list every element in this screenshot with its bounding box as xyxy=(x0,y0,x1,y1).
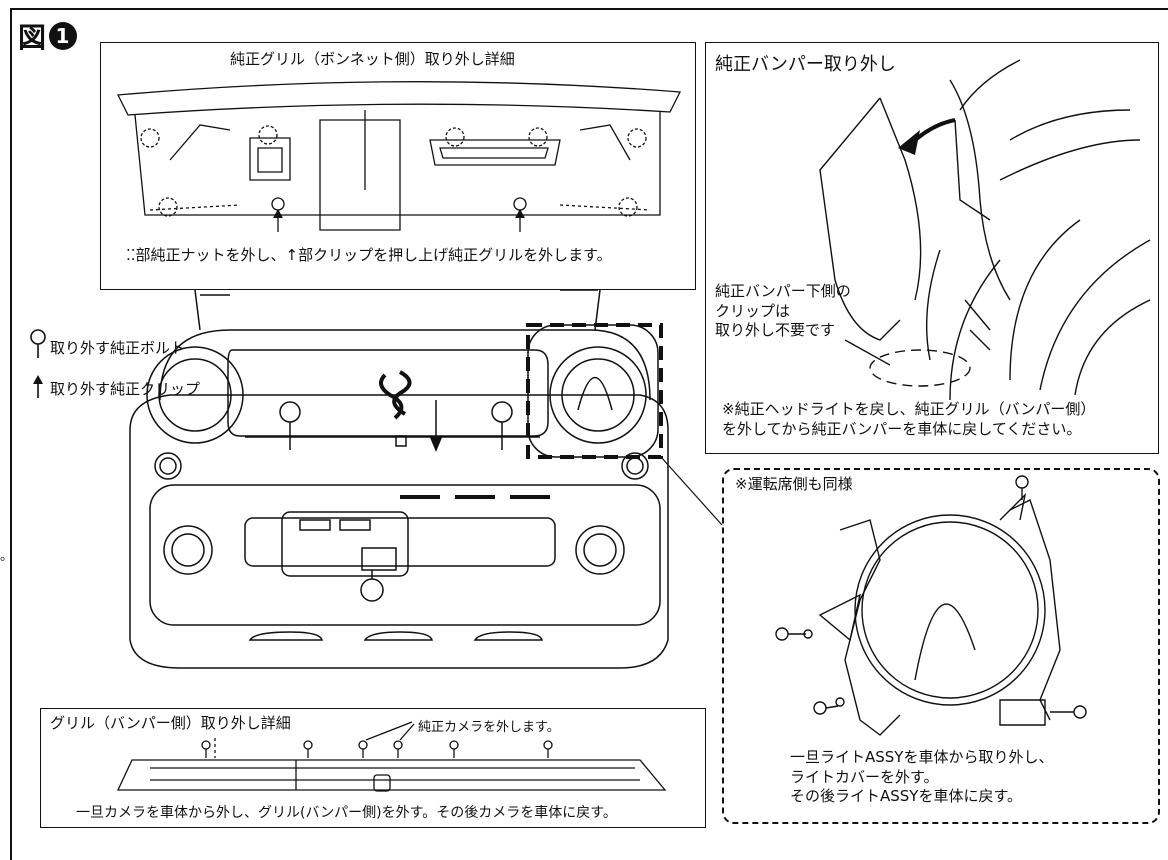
grille-bumper-title: グリル（バンパー側）取り外し詳細 xyxy=(50,714,291,732)
nut-marker-icon: ⁚⁚ xyxy=(126,246,136,264)
figure-frame xyxy=(10,8,1168,860)
edge-mark: 。 xyxy=(0,549,14,564)
legend-bolt-label: 取り外す純正ボルト xyxy=(50,339,186,357)
legend-clip-label: 取り外す純正クリップ xyxy=(50,380,201,398)
bumper-removal-title: 純正バンパー取り外し xyxy=(715,54,896,75)
bumper-return-note: ※純正ヘッドライトを戻し、純正グリル（バンパー側） を外してから純正バンパーを車… xyxy=(722,400,1096,438)
bumper-clip-note: 純正バンパー下側の クリップは 取り外し不要です xyxy=(715,282,851,339)
grille-bonnet-instruction: 部純正ナットを外し、↑部クリップを押し上げ純正グリルを外します。 xyxy=(135,246,612,264)
grille-bonnet-instruction-row: ⁚⁚部純正ナットを外し、↑部クリップを押し上げ純正グリルを外します。 xyxy=(126,246,612,266)
grille-bumper-instruction: 一旦カメラを車体から外し、グリル(バンパー側)を外す。その後カメラを車体に戻す。 xyxy=(76,805,617,821)
headlight-instruction: 一旦ライトASSYを車体から取り外し、 ライトカバーを外す。 その後ライトASS… xyxy=(790,748,1054,805)
grille-bonnet-title: 純正グリル（ボンネット側）取り外し詳細 xyxy=(230,50,515,68)
figure-number: 1 xyxy=(49,22,78,50)
camera-label: 純正カメラを外します。 xyxy=(418,720,560,735)
headlight-detail-box xyxy=(722,468,1160,824)
figure-label-text: 図 xyxy=(18,21,48,54)
grille-bonnet-detail-box xyxy=(100,42,696,290)
driver-side-note: ※運転席側も同様 xyxy=(735,475,853,493)
bumper-removal-box xyxy=(705,42,1159,454)
